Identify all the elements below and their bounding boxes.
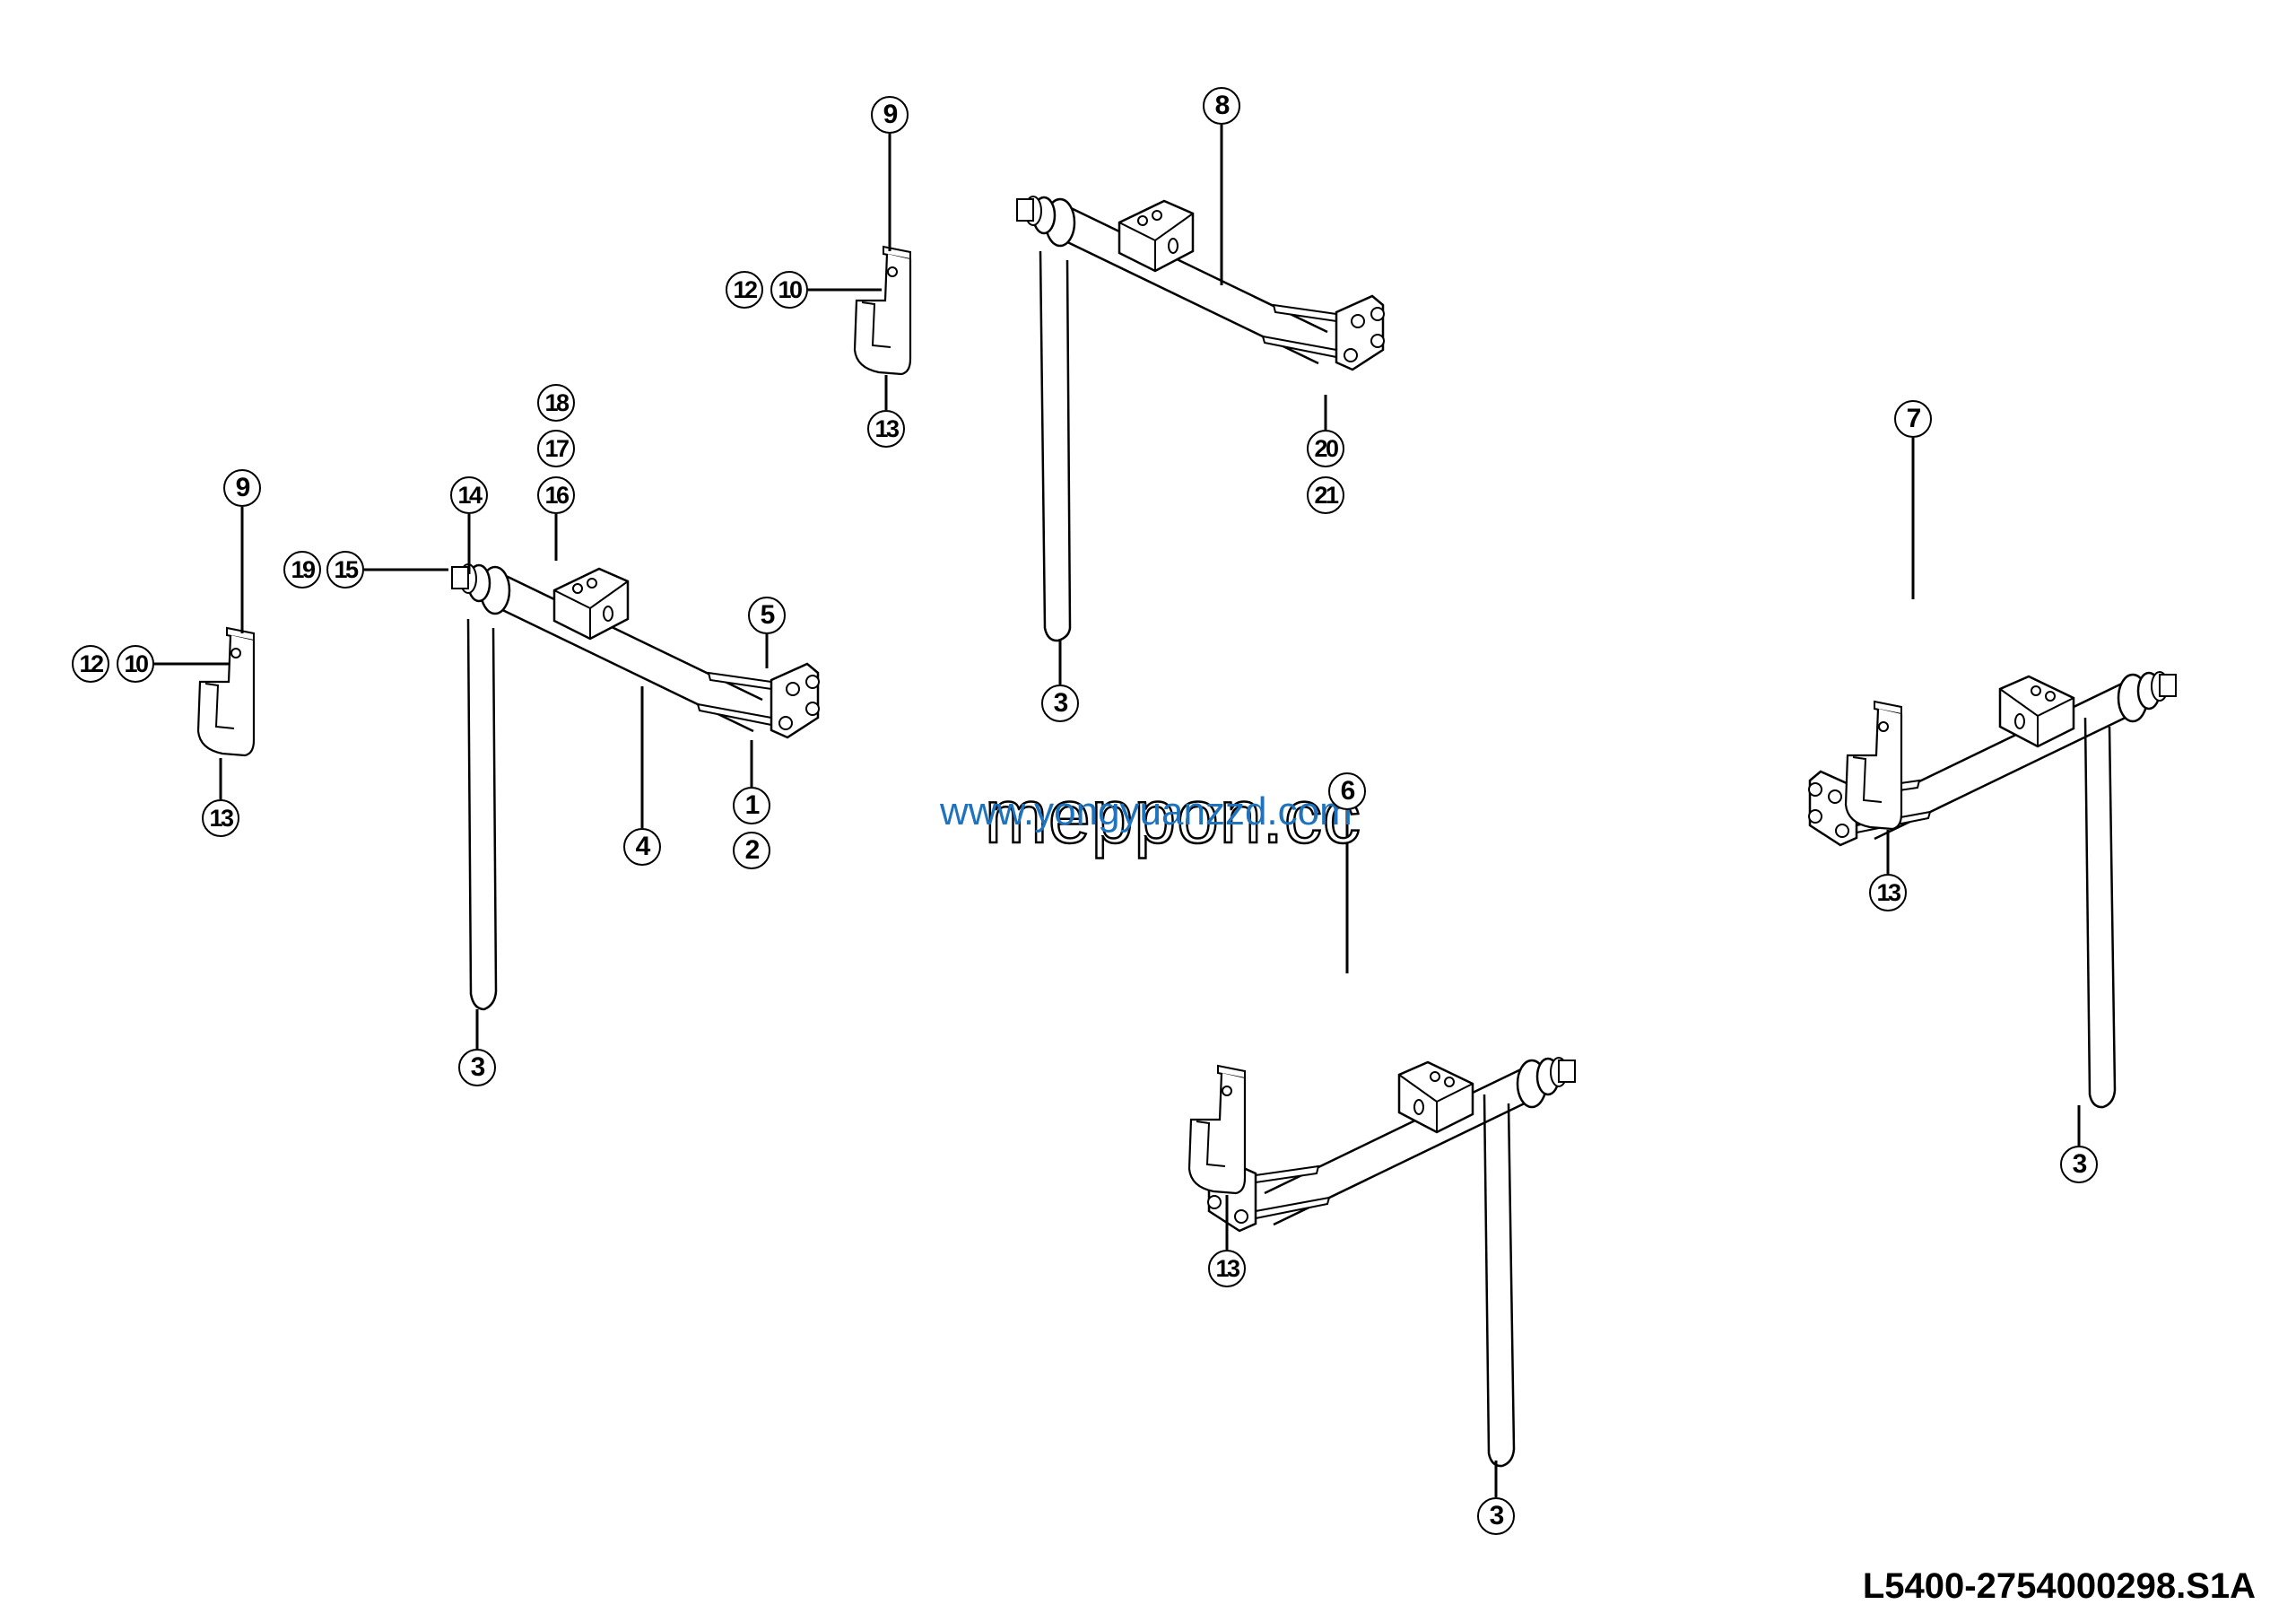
hook-bracket-right	[1844, 700, 1903, 831]
callout-4: 4	[623, 828, 661, 866]
callout-13: 13	[1869, 874, 1907, 911]
right-arm-assembly	[1807, 670, 2178, 1109]
callout-18: 18	[537, 384, 575, 422]
callout-13: 13	[202, 799, 239, 837]
hook-bracket-left	[196, 626, 256, 757]
callout-21: 21	[1307, 476, 1344, 514]
callout-3: 3	[1477, 1497, 1515, 1535]
upper-center-arm-assembly	[1015, 195, 1386, 642]
callout-15: 15	[326, 551, 364, 589]
callout-6: 6	[1328, 772, 1366, 810]
callout-5: 5	[748, 597, 786, 634]
callout-3: 3	[2060, 1146, 2098, 1183]
hook-bracket-center	[1187, 1064, 1247, 1195]
leader-lines	[154, 125, 2081, 1497]
callout-3: 3	[458, 1049, 496, 1086]
callout-9: 9	[223, 469, 261, 507]
lower-center-arm-assembly	[1206, 1056, 1577, 1468]
callout-10: 10	[770, 271, 808, 309]
callout-3: 3	[1041, 685, 1079, 722]
callout-17: 17	[537, 430, 575, 467]
callout-10: 10	[117, 645, 154, 683]
callout-13: 13	[867, 410, 905, 448]
callout-13: 13	[1208, 1250, 1246, 1287]
watermark-url-text: www.yongyuanzzd.com	[940, 789, 1352, 833]
callout-16: 16	[537, 476, 575, 514]
hook-bracket-top	[853, 245, 912, 376]
figure-reference: L5400-2754000298.S1A	[1862, 1566, 2256, 1606]
callout-8: 8	[1203, 87, 1240, 125]
callout-12: 12	[726, 271, 763, 309]
callout-9: 9	[871, 96, 909, 134]
callout-14: 14	[450, 476, 488, 514]
watermark-outline-text: meppon.cc	[984, 774, 1361, 859]
callout-2: 2	[733, 832, 770, 869]
callout-12: 12	[72, 645, 109, 683]
callout-20: 20	[1307, 430, 1344, 467]
left-rear-arm-assembly	[450, 562, 821, 1011]
callout-19: 19	[283, 551, 321, 589]
callout-7: 7	[1894, 400, 1932, 438]
callout-1: 1	[733, 787, 770, 824]
